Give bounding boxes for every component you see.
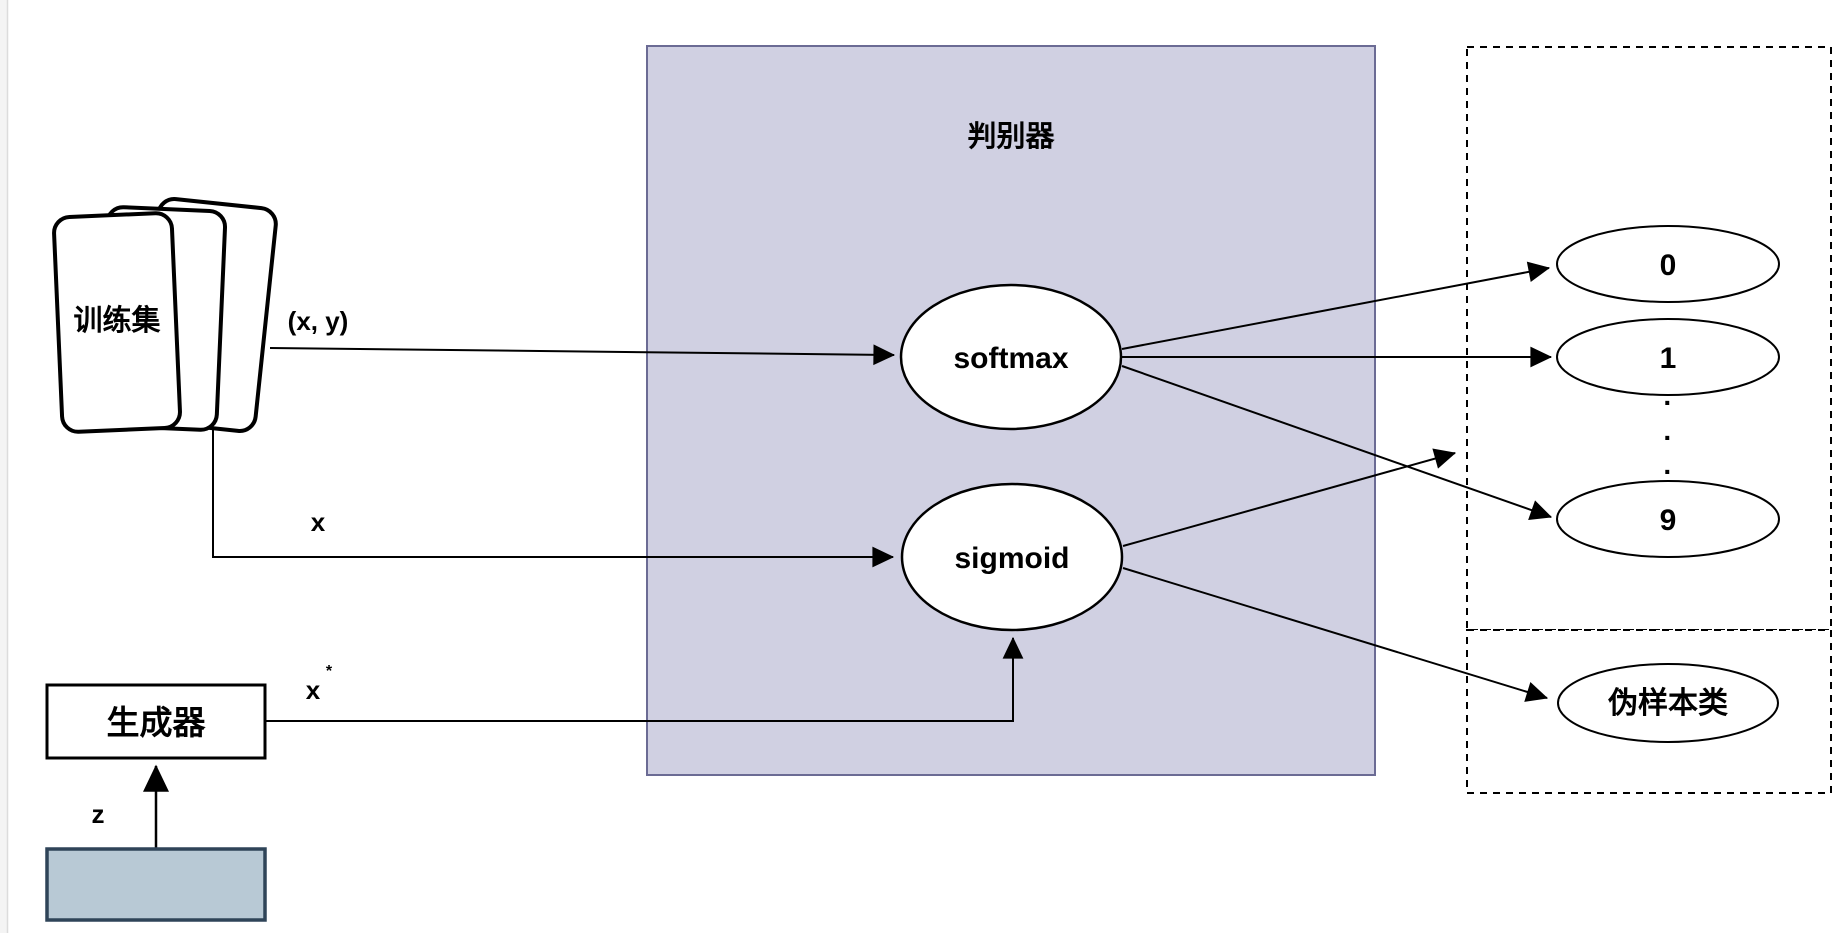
discriminator-label: 判别器 bbox=[967, 120, 1055, 153]
class-9-label: 9 bbox=[1660, 504, 1677, 537]
ellipsis-dot-2: · bbox=[1663, 422, 1672, 453]
sigmoid-node bbox=[900, 482, 1124, 632]
edge-softmax-to-class0 bbox=[1121, 261, 1551, 350]
class-9-node bbox=[1556, 480, 1780, 558]
edge-softmax-to-class9 bbox=[1121, 365, 1553, 520]
edge-label-xstar-sup: * bbox=[326, 663, 333, 680]
edge-sigmoid-to-real-box bbox=[1122, 448, 1457, 547]
class-0-label: 0 bbox=[1660, 249, 1677, 282]
edge-x-to-sigmoid bbox=[212, 427, 895, 568]
edge-xy-to-softmax bbox=[269, 344, 896, 366]
sigmoid-label: sigmoid bbox=[954, 542, 1069, 575]
edge-xstar-to-sigmoid bbox=[265, 636, 1024, 722]
softmax-node bbox=[899, 283, 1123, 431]
fake-class-label: 伪样本类 bbox=[1608, 687, 1728, 720]
generator-label: 生成器 bbox=[107, 704, 207, 741]
edge-label-x: x bbox=[311, 507, 326, 537]
class-0-node bbox=[1556, 225, 1780, 303]
edge-label-xstar: x bbox=[306, 675, 321, 705]
left-gutter bbox=[0, 0, 7, 933]
edge-label-z: z bbox=[92, 799, 105, 829]
training-set-card-front bbox=[52, 211, 182, 434]
class-1-node bbox=[1556, 318, 1780, 396]
training-set-label: 训练集 bbox=[73, 303, 161, 337]
noise-box bbox=[45, 847, 267, 922]
softmax-label: softmax bbox=[953, 342, 1068, 375]
ellipsis-dot-1: · bbox=[1663, 387, 1672, 418]
class-1-label: 1 bbox=[1660, 342, 1677, 375]
edge-label-xy: (x, y) bbox=[288, 306, 349, 336]
fake-class-node bbox=[1557, 663, 1779, 743]
edge-sigmoid-to-fake-class bbox=[1122, 567, 1549, 702]
ellipsis-dot-3: · bbox=[1663, 456, 1672, 487]
generator-box bbox=[45, 683, 267, 760]
training-set-stack: 训练集 bbox=[52, 197, 278, 434]
